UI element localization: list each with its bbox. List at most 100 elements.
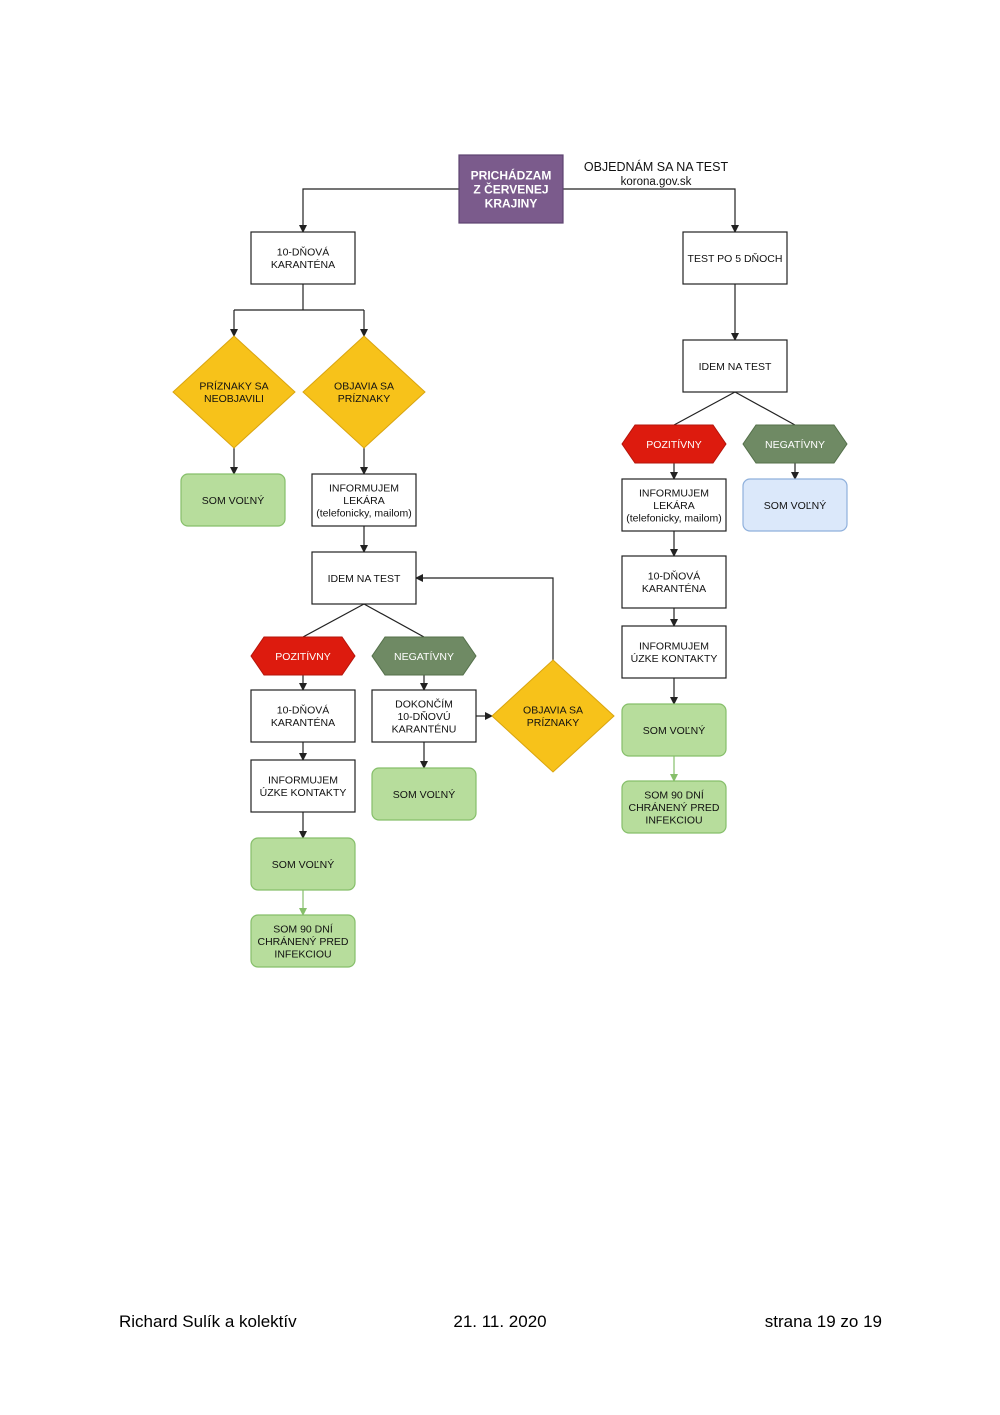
node-l-free-1: SOM VOĽNÝ — [180, 473, 286, 527]
node-label: SOM VOĽNÝ — [643, 724, 705, 737]
node-label: KARANTÉNU — [392, 722, 457, 735]
node-label: Z ČERVENEJ — [473, 181, 548, 196]
footer-date: 21. 11. 2020 — [453, 1312, 547, 1331]
result-box — [621, 703, 727, 757]
node-r-positive: POZITÍVNY — [621, 424, 727, 464]
decision-diamond — [491, 659, 615, 773]
connector-line — [363, 603, 425, 638]
result-box — [250, 837, 356, 891]
node-label: 10-DŇOVÁ — [648, 570, 701, 583]
node-label: SOM VOĽNÝ — [202, 494, 264, 507]
process-box — [621, 478, 727, 532]
node-label: SOM VOĽNÝ — [393, 788, 455, 801]
node-label: KARANTÉNA — [271, 716, 335, 729]
connectors — [230, 188, 799, 916]
node-label: 10-DŇOVÁ — [277, 704, 330, 717]
process-box — [250, 759, 356, 813]
node-label: ÚZKE KONTAKTY — [631, 652, 718, 665]
process-box — [621, 555, 727, 609]
node-label: SOM 90 DNÍ — [644, 788, 704, 801]
node-label: SOM VOĽNÝ — [764, 499, 826, 512]
connector-line — [673, 391, 736, 426]
result-negative-hexagon — [742, 424, 848, 464]
node-r-go-test: IDEM NA TEST — [682, 339, 788, 393]
node-label: IDEM NA TEST — [328, 573, 401, 585]
node-label: NEOBJAVILI — [204, 393, 264, 405]
process-box — [621, 625, 727, 679]
top-label-website: korona.gov.sk — [621, 176, 692, 188]
node-label: LEKÁRA — [343, 494, 384, 507]
node-label: KRAJINY — [485, 196, 538, 210]
process-box — [682, 339, 788, 393]
result-box — [742, 478, 848, 532]
result-box — [250, 914, 356, 968]
node-label: PRÍZNAKY — [338, 392, 391, 405]
process-box — [250, 689, 356, 743]
result-box — [180, 473, 286, 527]
node-label: PRÍZNAKY — [527, 716, 580, 729]
result-negative-hexagon — [371, 636, 477, 676]
decision-diamond — [302, 335, 426, 449]
footer-author: Richard Sulík a kolektív — [119, 1312, 297, 1331]
node-label: INFEKCIOU — [274, 948, 331, 960]
node-label: CHRÁNENÝ PRED — [628, 801, 719, 814]
node-label: INFORMUJEM — [639, 487, 709, 499]
connector-line — [302, 603, 365, 638]
node-label: NEGATÍVNY — [394, 650, 454, 663]
node-label: SOM 90 DNÍ — [273, 922, 333, 935]
node-label: DOKONČÍM — [395, 697, 453, 710]
process-box — [311, 551, 417, 605]
node-label: OBJAVIA SA — [334, 381, 394, 393]
node-label: 10-DŇOVÚ — [397, 710, 450, 723]
connector-line — [734, 391, 796, 426]
node-r-test-5: TEST PO 5 DŇOCH — [682, 231, 788, 285]
node-label: SOM VOĽNÝ — [272, 858, 334, 871]
node-label: ÚZKE KONTAKTY — [260, 786, 347, 799]
node-label: INFORMUJEM — [329, 482, 399, 494]
node-label: IDEM NA TEST — [699, 361, 772, 373]
connector-line — [563, 188, 739, 233]
node-l-negative: NEGATÍVNY — [371, 636, 477, 676]
process-box — [682, 231, 788, 285]
node-label: KARANTÉNA — [642, 582, 706, 595]
node-label: INFEKCIOU — [645, 814, 702, 826]
result-box — [371, 767, 477, 821]
node-l-go-test: IDEM NA TEST — [311, 551, 417, 605]
process-box — [250, 231, 356, 285]
node-r-free-blue: SOM VOĽNÝ — [742, 478, 848, 532]
node-label: 10-DŇOVÁ — [277, 246, 330, 259]
decision-diamond — [172, 335, 296, 449]
result-positive-hexagon — [250, 636, 356, 676]
node-label: INFORMUJEM — [268, 775, 338, 787]
process-box — [371, 689, 477, 743]
node-label: PRÍZNAKY SA — [199, 380, 268, 393]
node-label: TEST PO 5 DŇOCH — [688, 252, 783, 265]
start-box — [458, 154, 564, 224]
top-label-order-test: OBJEDNÁM SA NA TEST — [584, 159, 729, 174]
node-l-free-2: SOM VOĽNÝ — [371, 767, 477, 821]
node-label: OBJAVIA SA — [523, 705, 583, 717]
process-box — [311, 473, 417, 527]
node-r-negative: NEGATÍVNY — [742, 424, 848, 464]
node-r-free: SOM VOĽNÝ — [621, 703, 727, 757]
node-label: (telefonicky, mailom) — [316, 507, 412, 519]
node-label: CHRÁNENÝ PRED — [257, 935, 348, 948]
footer-page: strana 19 zo 19 — [764, 1312, 882, 1331]
node-label: POZITÍVNY — [275, 650, 330, 663]
node-label: KARANTÉNA — [271, 258, 335, 271]
